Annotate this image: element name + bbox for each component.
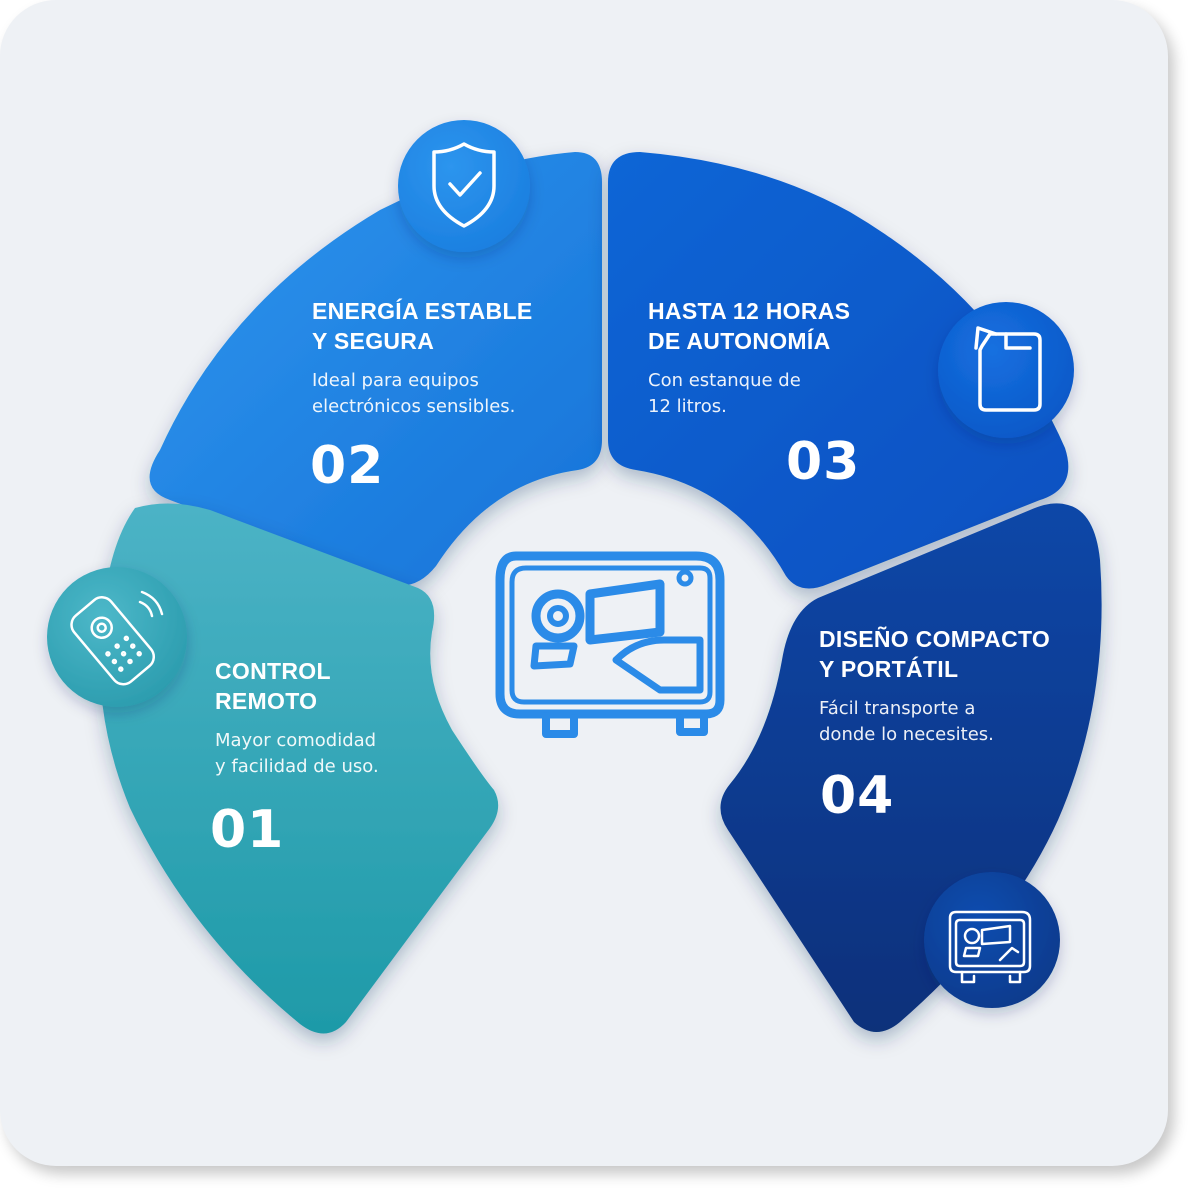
item-04-desc-line1: Fácil transporte a: [819, 698, 976, 719]
item-02-number: 02: [310, 436, 385, 496]
item-01-title: CONTROL REMOTO: [215, 656, 331, 716]
item-02-title-line1: ENERGÍA ESTABLE: [312, 298, 533, 324]
item-01-description: Mayor comodidad y facilidad de uso.: [215, 728, 379, 780]
item-03-description: Con estanque de 12 litros.: [648, 368, 801, 420]
item-02-desc-line2: electrónicos sensibles.: [312, 396, 516, 417]
segment-03: [608, 152, 1069, 589]
item-02-desc-line1: Ideal para equipos: [312, 370, 479, 391]
item-01-number: 01: [210, 800, 285, 860]
item-02-title: ENERGÍA ESTABLE Y SEGURA: [312, 296, 532, 356]
item-03-desc-line2: 12 litros.: [648, 396, 727, 417]
item-01-title-line2: REMOTO: [215, 688, 318, 714]
item-03-number: 03: [786, 432, 861, 492]
generator-icon: [948, 910, 1032, 984]
item-01-desc-line1: Mayor comodidad: [215, 730, 377, 751]
item-03-title: HASTA 12 HORAS DE AUTONOMÍA: [648, 296, 850, 356]
item-01-desc-line2: y facilidad de uso.: [215, 756, 379, 777]
remote-control-icon: [70, 590, 164, 686]
item-04-description: Fácil transporte a donde lo necesites.: [819, 696, 994, 748]
item-04-title-line1: DISEÑO COMPACTO: [819, 626, 1051, 652]
item-04-title: DISEÑO COMPACTO Y PORTÁTIL: [819, 624, 1050, 684]
icon-circle-04: [924, 872, 1060, 1008]
item-02-description: Ideal para equipos electrónicos sensible…: [312, 368, 515, 420]
item-04-title-line2: Y PORTÁTIL: [819, 656, 959, 682]
item-03-title-line1: HASTA 12 HORAS: [648, 298, 851, 324]
item-04-desc-line2: donde lo necesites.: [819, 724, 994, 745]
item-03-desc-line1: Con estanque de: [648, 370, 801, 391]
item-04-number: 04: [820, 766, 895, 826]
icon-circle-02: [398, 120, 530, 252]
item-03-title-line2: DE AUTONOMÍA: [648, 328, 831, 354]
icon-circle-03: [938, 302, 1074, 438]
inverter-generator-icon: [495, 551, 725, 738]
fuel-can-icon: [974, 326, 1042, 412]
segment-01: [99, 503, 499, 1034]
icon-circle-01: [47, 567, 187, 707]
shield-check-icon: [432, 142, 496, 228]
item-01-title-line1: CONTROL: [215, 658, 331, 684]
item-02-title-line2: Y SEGURA: [312, 328, 435, 354]
segment-02: [149, 152, 603, 586]
